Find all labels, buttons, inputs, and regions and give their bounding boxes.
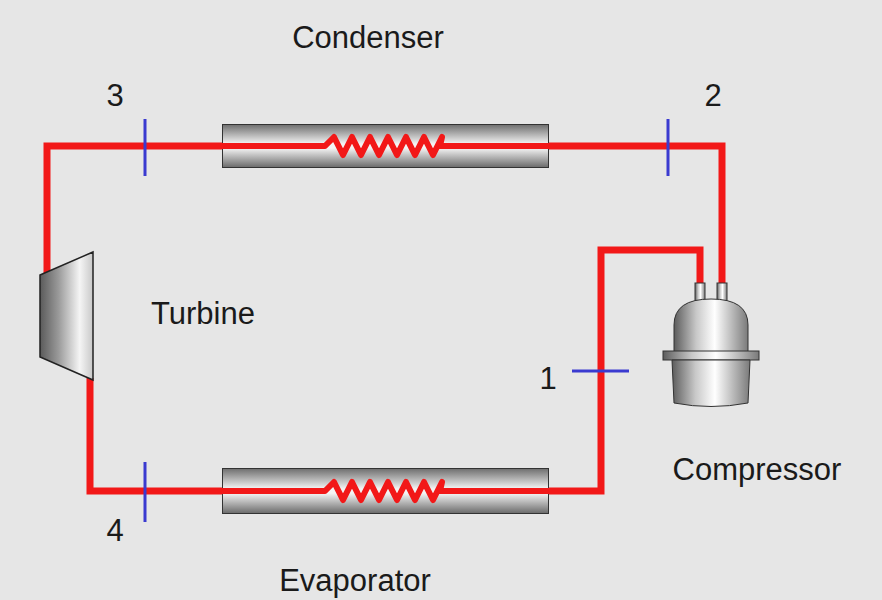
turbine: Turbine bbox=[40, 252, 93, 380]
state-point-number: 3 bbox=[106, 80, 123, 111]
component-name: Turbine bbox=[151, 298, 255, 329]
state-point-number: 2 bbox=[704, 80, 721, 111]
tube-shell bbox=[223, 125, 549, 168]
component-name: Condenser bbox=[292, 22, 444, 53]
heating-coil bbox=[222, 137, 549, 155]
refrigerant-pipe bbox=[549, 146, 722, 285]
heat-exchanger-tube bbox=[222, 124, 549, 168]
heat-exchanger-tube bbox=[222, 468, 549, 514]
state-marker bbox=[144, 119, 147, 176]
compressor-dome bbox=[674, 299, 748, 353]
condenser-tube: Condenser bbox=[222, 124, 549, 168]
state-point-number: 4 bbox=[106, 515, 123, 546]
state-marker bbox=[667, 119, 670, 176]
turbine-symbol bbox=[40, 252, 93, 380]
state-marker bbox=[144, 462, 147, 522]
turbine-body bbox=[40, 252, 93, 380]
compressor-flange bbox=[663, 351, 759, 360]
refrigerant-pipe bbox=[90, 378, 222, 491]
tube-shell bbox=[223, 469, 549, 514]
state-marker bbox=[572, 370, 629, 373]
state-point-number: 1 bbox=[539, 363, 556, 394]
component-name: Evaporator bbox=[279, 565, 431, 596]
compressor-base bbox=[672, 360, 750, 407]
evaporator-tube: Evaporator bbox=[222, 468, 549, 514]
refrigerant-pipe bbox=[47, 146, 222, 274]
compressor: Compressor bbox=[662, 283, 760, 410]
heating-coil bbox=[222, 482, 549, 500]
compressor-symbol bbox=[662, 283, 760, 410]
component-name: Compressor bbox=[673, 454, 842, 485]
